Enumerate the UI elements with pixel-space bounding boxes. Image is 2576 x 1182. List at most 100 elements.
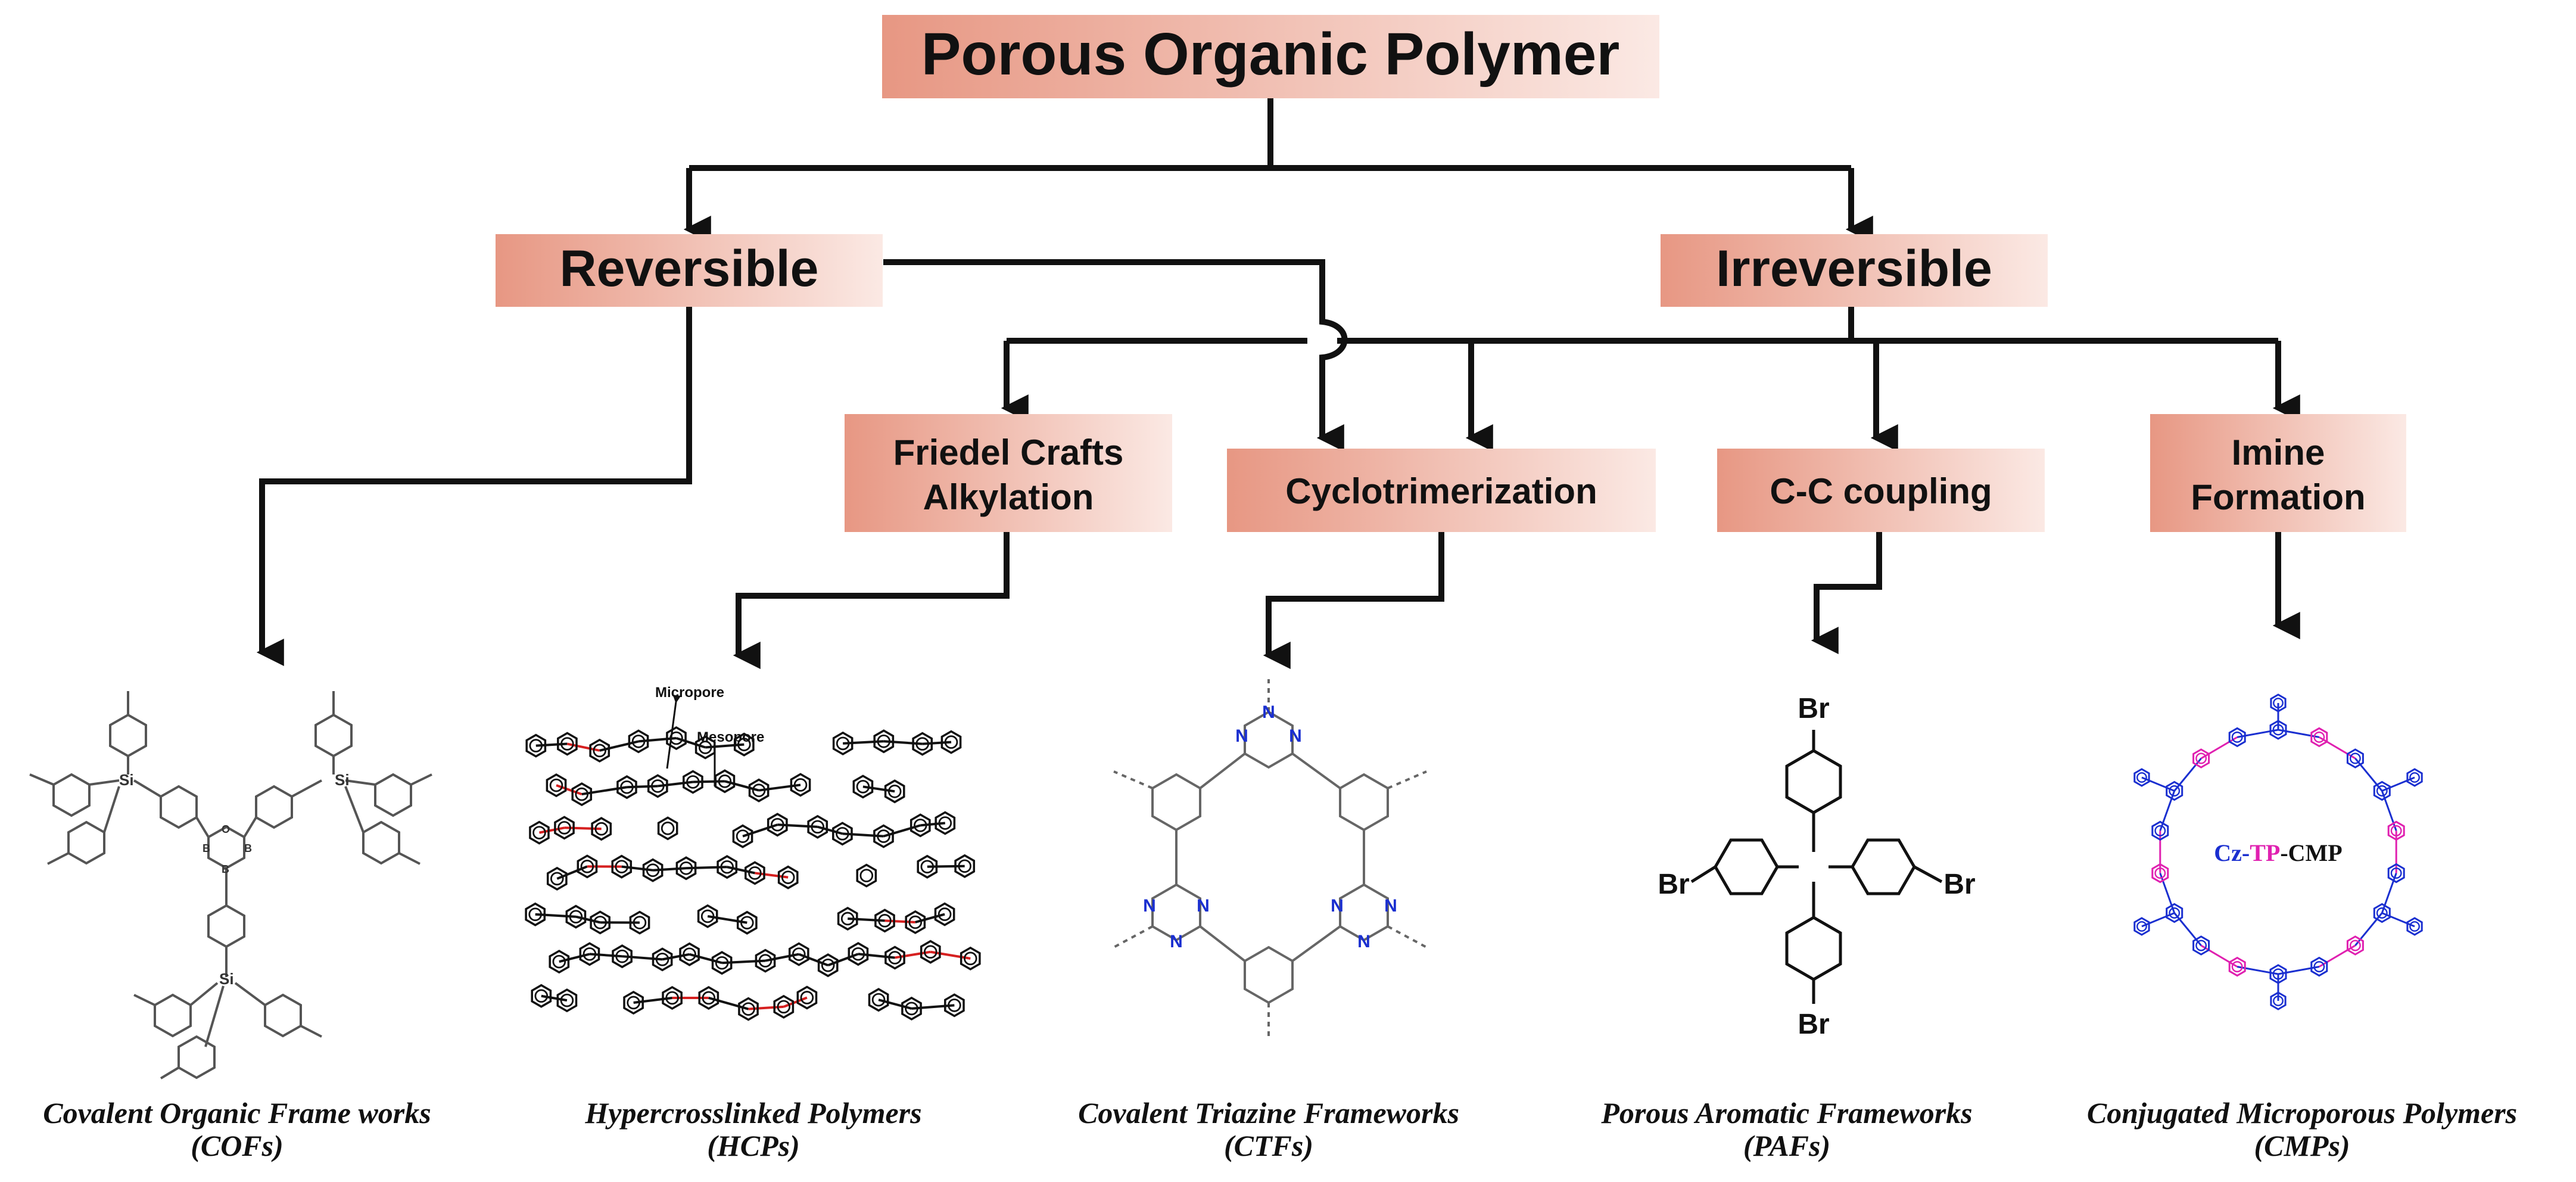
hcp-phenyl-ring-aromatic-circle [718,774,732,788]
reversible-label: Reversible [559,240,818,297]
cof-caption-abbr: (COFs) [191,1129,284,1162]
hcp-phenyl-ring [711,951,733,975]
hcp-phenyl-ring [917,854,938,879]
hcp-bond [727,866,755,875]
hcp-bond [575,915,601,924]
hcp-phenyl-ring-aromatic-circle [758,954,773,968]
paf-phenyl-bottom [1785,916,1842,981]
hcp-phenyl-ring [912,732,933,756]
hcp-mesopore-label: Mesopore [697,729,764,745]
hcp-phenyl-ring [697,904,718,928]
cmp-arm-ring-bl [2133,917,2150,936]
hcp-phenyl-ring [612,944,633,969]
reversible-box-bg [496,234,883,307]
hcp-phenyl-ring [652,947,673,972]
cmp-ring [2373,903,2391,923]
hcp-phenyl-ring-aromatic-circle [856,780,870,794]
hcp-phenyl-ring-aromatic-circle [700,909,715,923]
cmp-ring-aromatic-circle [2376,907,2388,919]
hcp-phenyl-ring [837,906,858,931]
connector-reversible-to-cof [256,307,692,666]
cmp-bond [2237,729,2279,738]
ctf-n-6: N [1170,932,1183,951]
cmp-ring-aromatic-circle [2376,785,2388,797]
cmp-ring-aromatic-circle [2169,907,2181,919]
hcp-phenyl-ring-aromatic-circle [627,996,640,1010]
ctf-n-3: N [1289,726,1302,746]
paf-br-bottom: Br [1798,1009,1829,1040]
cmp-ring [2346,935,2364,956]
paf-structure [1690,730,1943,1004]
hcp-phenyl-ring-aromatic-circle [871,993,886,1007]
hcp-phenyl-ring-aromatic-circle [851,947,865,961]
hcp-phenyl-ring-aromatic-circle [792,947,806,961]
cmp-arm-ring-tl-aromatic-circle [2136,772,2147,783]
hcp-phenyl-ring-aromatic-circle [528,907,542,922]
method-box-imine: Imine Formation [2150,414,2406,532]
ctf-n-7: N [1331,896,1344,916]
hcp-phenyl-ring-aromatic-circle [748,866,762,880]
hcp-phenyl-ring [920,940,941,964]
hcp-phenyl-ring-aromatic-circle [736,829,750,843]
cmp-ring-aromatic-circle [2195,752,2207,764]
hcp-bond [556,784,583,795]
cmp-bond [2278,729,2320,738]
hcp-phenyl-ring [717,855,738,879]
hcp-phenyl-ring [616,775,637,800]
hcp-phenyl-ring [807,814,828,839]
hcp-bond [722,959,766,965]
cmp-ring [2346,748,2364,769]
irreversible-label: Irreversible [1716,240,1992,297]
cmp-center-cz: Cz- [2214,839,2250,866]
cmp-arm-ring-tr-aromatic-circle [2409,772,2420,783]
hcp-bond [693,780,725,783]
hcp-phenyl-ring-aromatic-circle [615,949,629,963]
hcp-phenyl-ring-aromatic-circle [944,735,958,749]
hcp-phenyl-ring [571,782,593,807]
paf-caption-name: Porous Aromatic Frameworks [1600,1096,1972,1130]
cof-phenyl-1 [160,785,198,829]
hcp-phenyl-ring [525,733,547,758]
ctf-n-2: N [1235,726,1248,746]
hcp-phenyl-ring [557,732,578,756]
ccoupling-label: C-C coupling [1770,471,1992,511]
cmp-caption-abbr: (CMPs) [2254,1129,2350,1162]
hcp-phenyl-ring-aromatic-circle [557,821,571,835]
ctf-benzene-1 [1151,773,1201,832]
hcp-phenyl-ring [657,816,678,841]
hcp-phenyl-ring-aromatic-circle [650,779,665,793]
hcp-phenyl-ring [591,817,612,841]
hcp-phenyl-ring [546,773,567,798]
connector-reversible-to-cyclo [883,259,1348,452]
friedel-label-line1: Friedel Crafts [893,433,1124,472]
hcp-phenyl-ring-aromatic-circle [593,744,607,758]
hcp-phenyl-ring-aromatic-circle [908,915,923,929]
hcp-phenyl-ring [832,731,854,755]
hcp-phenyl-ring [944,993,965,1018]
cmp-ring-aromatic-circle [2154,825,2166,836]
hcp-micropore-pointer [666,695,681,769]
hcp-bond [827,953,859,967]
cmp-arm-br [2381,912,2415,928]
hcp-bond [535,742,568,747]
paf-phenyl-top [1785,749,1842,814]
hcp-bond [539,826,565,834]
hcp-bond [842,832,884,838]
hcp-phenyl-ring-aromatic-circle [593,916,607,929]
ccoupling-box-bg [1717,449,2045,532]
hcp-phenyl-ring-aromatic-circle [686,775,700,789]
hcp-phenyl-ring [662,985,683,1010]
hcp-phenyl-ring [736,910,758,935]
hcp-bond [817,825,843,835]
cmp-arm-ring-br [2406,917,2423,936]
hcp-phenyl-ring [733,732,755,757]
hcp-phenyl-ring [611,854,633,879]
cmp-ring-aromatic-circle [2195,940,2207,951]
hcp-bond [783,996,808,1008]
cmp-center-tp: TP [2250,839,2280,866]
hcp-phenyl-ring-aromatic-circle [552,954,566,969]
hcp-phenyl-ring-aromatic-circle [715,956,729,970]
method-box-ccoupling: C-C coupling [1717,449,2045,532]
hcp-bond [581,786,627,796]
